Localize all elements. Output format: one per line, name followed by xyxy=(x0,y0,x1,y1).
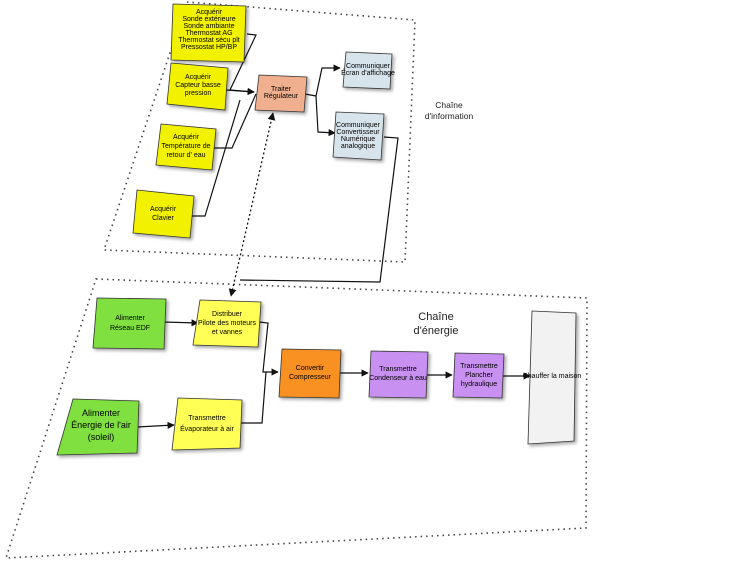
box-acquerir-sondes: Acquérir Sonde extérieure Sonde ambiante… xyxy=(170,3,247,63)
svg-text:Traiter: Traiter xyxy=(271,86,292,93)
connector-evaporateur-convertir xyxy=(240,371,267,424)
svg-text:Chaîne: Chaîne xyxy=(418,311,453,323)
energy-connectors xyxy=(136,319,531,429)
dotted-link-traiter-distribuer xyxy=(228,112,276,297)
svg-text:Plancher: Plancher xyxy=(465,372,493,379)
svg-text:analogique: analogique xyxy=(341,143,375,150)
energy-chain-label: Chaîne d'énergie xyxy=(414,311,459,337)
svg-text:Chaîne: Chaîne xyxy=(435,100,463,110)
connector-capteur-traiter xyxy=(225,87,255,96)
box-acquerir-temperature: Acquérir Température de retour d' eau xyxy=(155,123,217,171)
connector-convertisseur-energy xyxy=(239,136,399,283)
svg-text:Alimenter: Alimenter xyxy=(115,315,145,322)
info-chain-label: Chaîne d'information xyxy=(425,100,474,121)
svg-text:Compresseur: Compresseur xyxy=(289,374,332,381)
svg-text:Transmettre: Transmettre xyxy=(188,415,226,422)
svg-text:Évaporateur à air: Évaporateur à air xyxy=(180,424,234,433)
box-distribuer: Distribuer Pilote des moteurs et vannes xyxy=(192,299,262,348)
svg-text:d'information: d'information xyxy=(425,111,474,121)
svg-text:Chauffer la maison: Chauffer la maison xyxy=(523,373,582,380)
connector-traiter-split xyxy=(304,64,341,97)
svg-text:(soleil): (soleil) xyxy=(88,432,115,442)
box-convertir: Convertir Compresseur xyxy=(278,348,342,399)
svg-text:Transmettre: Transmettre xyxy=(379,366,417,373)
svg-text:Communiquer: Communiquer xyxy=(346,63,391,70)
svg-text:Capteur basse: Capteur basse xyxy=(175,82,221,89)
svg-text:Numérique: Numérique xyxy=(341,136,375,143)
box-acquerir-clavier: Acquérir Clavier xyxy=(132,189,195,239)
box-transmettre-plancher: Transmettre Plancher hydraulique xyxy=(452,352,505,399)
svg-text:Énergie de l'air: Énergie de l'air xyxy=(71,420,131,430)
svg-text:Communiquer: Communiquer xyxy=(336,122,381,129)
svg-text:Thermostat AG: Thermostat AG xyxy=(185,30,232,37)
svg-text:Distribuer: Distribuer xyxy=(212,311,243,318)
box-transmettre-condenseur: Transmettre Condenseur à eau xyxy=(368,350,429,399)
svg-text:Clavier: Clavier xyxy=(152,215,174,222)
svg-text:Thermostat sécu plt: Thermostat sécu plt xyxy=(178,37,240,44)
svg-text:Acquérir: Acquérir xyxy=(150,206,177,213)
svg-text:Régulateur: Régulateur xyxy=(264,93,299,100)
svg-text:Convertir: Convertir xyxy=(296,365,325,372)
connector-distribuer-convertir xyxy=(258,321,279,376)
svg-text:Réseau EDF: Réseau EDF xyxy=(110,325,150,332)
svg-text:Acquérir: Acquérir xyxy=(173,134,200,141)
connector-air-evaporateur xyxy=(136,421,175,429)
svg-text:Transmettre: Transmettre xyxy=(460,363,498,370)
svg-text:Sonde extérieure: Sonde extérieure xyxy=(182,16,235,23)
svg-text:Sonde ambiante: Sonde ambiante xyxy=(184,23,235,30)
svg-text:d'énergie: d'énergie xyxy=(414,325,459,337)
connector-clavier-traiter xyxy=(190,99,241,217)
svg-text:Convertisseur: Convertisseur xyxy=(336,129,380,136)
svg-text:Pilote des moteurs: Pilote des moteurs xyxy=(198,320,256,327)
svg-text:Condenseur à eau: Condenseur à eau xyxy=(369,375,427,382)
svg-text:Acquérir: Acquérir xyxy=(185,74,212,81)
svg-text:hydraulique: hydraulique xyxy=(461,381,497,388)
svg-text:Pressostat HP/BP: Pressostat HP/BP xyxy=(181,44,237,51)
box-alimenter-air: Alimenter Énergie de l'air (soleil) xyxy=(56,398,140,456)
box-chauffer-maison: Chauffer la maison xyxy=(523,310,582,445)
svg-text:Alimenter: Alimenter xyxy=(82,408,120,418)
box-communiquer-ecran: Communiquer Écran d'affichage xyxy=(341,51,395,90)
svg-text:Acquérir: Acquérir xyxy=(196,9,223,16)
box-alimenter-edf: Alimenter Réseau EDF xyxy=(92,297,167,350)
info-chain-region xyxy=(102,1,416,263)
svg-text:pression: pression xyxy=(185,90,212,97)
energy-chain-region xyxy=(4,278,588,559)
box-communiquer-convertisseur: Communiquer Convertisseur Numérique anal… xyxy=(332,111,385,161)
svg-text:retour d' eau: retour d' eau xyxy=(166,152,205,159)
box-acquerir-capteur: Acquérir Capteur basse pression xyxy=(166,62,229,111)
connector-traiter-convertisseur xyxy=(315,95,336,137)
connector-edf-distribuer xyxy=(162,319,199,327)
svg-text:et vannes: et vannes xyxy=(212,329,243,336)
box-traiter: Traiter Régulateur xyxy=(254,74,308,113)
svg-text:Écran d'affichage: Écran d'affichage xyxy=(341,68,395,77)
box-transmettre-evaporateur: Transmettre Évaporateur à air xyxy=(171,397,243,451)
svg-text:Température de: Température de xyxy=(161,143,210,150)
